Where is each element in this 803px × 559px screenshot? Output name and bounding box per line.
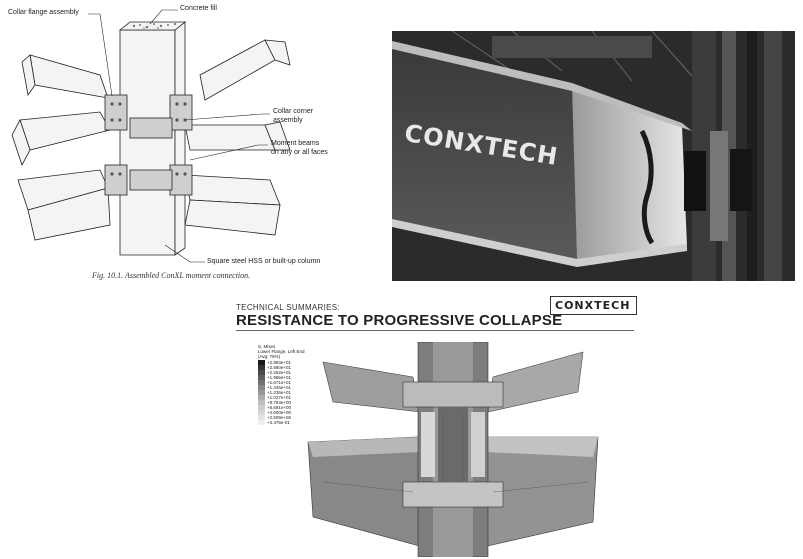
legend-value: +1.966e+01 — [267, 374, 292, 380]
callout-column: Square steel HSS or built-up column — [207, 258, 321, 265]
technical-summary: TECHNICAL SUMMARIES: RESISTANCE TO PROGR… — [233, 294, 638, 559]
legend-swatch — [258, 410, 265, 415]
legend-value: +4.600e+00 — [267, 409, 292, 415]
legend-value: +2.580e+01 — [267, 364, 292, 370]
callout-concrete-fill: Concrete fill — [180, 5, 217, 12]
callout-collar-corner-2: assembly — [273, 117, 303, 124]
legend-value: +2.509e+00 — [267, 414, 292, 420]
callout-collar-corner: Collar corner — [273, 108, 314, 115]
legend-swatch — [258, 385, 265, 390]
legend-header-1: S, Mises — [258, 344, 276, 349]
legend-swatch — [258, 400, 265, 405]
legend-swatch — [258, 365, 265, 370]
legend-header-2: Lower Flange, Left End — [258, 349, 305, 354]
callout-moment-beams-2: on any or all faces — [271, 149, 328, 156]
legend-value: +8.763e+00 — [267, 399, 292, 405]
legend-value: +4.475e-01 — [267, 419, 290, 425]
legend-value: +1.027e+01 — [267, 394, 292, 400]
legend-value: +1.671e+01 — [267, 379, 292, 385]
summary-title: RESISTANCE TO PROGRESSIVE COLLAPSE — [236, 312, 563, 329]
callout-collar-flange: Collar flange assembly — [8, 9, 79, 16]
legend-value: +6.691e+00 — [267, 404, 292, 410]
connection-drawing: Collar flange assembly Concrete fill Col… — [0, 0, 340, 290]
summary-logo-text: CONXTECH — [555, 299, 631, 312]
callout-moment-beams: Moment beams — [271, 140, 320, 147]
figure-caption: Fig. 10.1. Assembled ConXL moment connec… — [92, 271, 251, 280]
legend-swatch — [258, 390, 265, 395]
legend-swatch — [258, 360, 265, 365]
summary-logo: CONXTECH — [550, 296, 637, 315]
legend-value: +2.262e+01 — [267, 369, 292, 375]
legend-swatch — [258, 415, 265, 420]
legend-swatch — [258, 405, 265, 410]
legend-swatch — [258, 370, 265, 375]
legend-swatch — [258, 420, 265, 425]
legend-value: +2.893e+01 — [267, 359, 292, 365]
stress-legend: S, Mises Lower Flange, Left End (Avg: 75… — [257, 344, 317, 426]
test-photo: CONXTECH — [392, 31, 795, 281]
test-photo-image — [392, 31, 795, 281]
legend-header-3: (Avg: 75%) — [258, 354, 281, 359]
fea-stress-model — [303, 342, 603, 557]
legend-swatch — [258, 380, 265, 385]
connection-drawing-illustration — [11, 9, 291, 263]
legend-swatch — [258, 375, 265, 380]
title-underline — [236, 330, 634, 331]
legend-value: +1.445e+01 — [267, 384, 292, 390]
summary-label: TECHNICAL SUMMARIES: — [236, 303, 340, 312]
legend-value: +1.236e+01 — [267, 389, 292, 395]
legend-swatch — [258, 395, 265, 400]
